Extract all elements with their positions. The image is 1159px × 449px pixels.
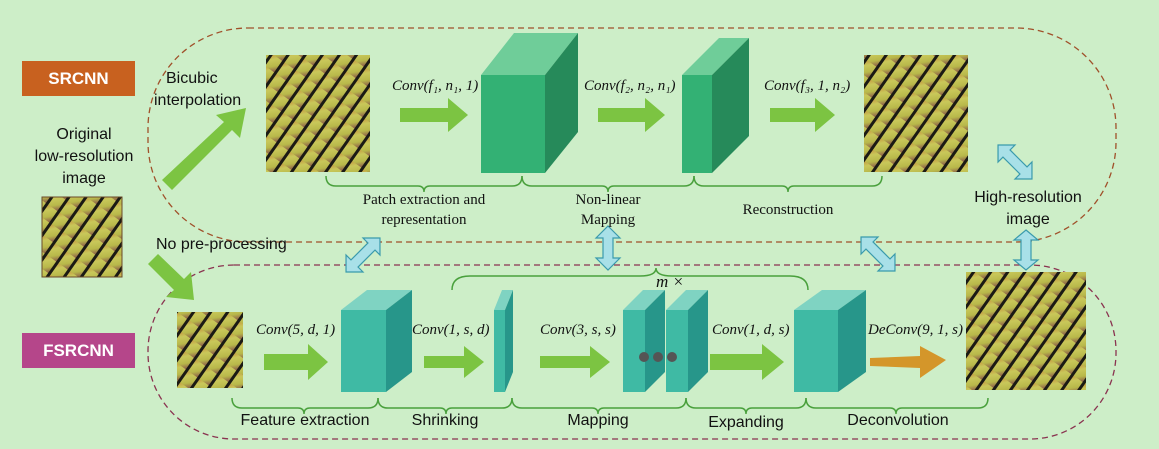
srcnn-region [147,27,1117,243]
srcnn-stage3-label: Reconstruction [742,202,834,218]
fsrcnn-input-image [177,312,243,388]
fsrcnn-arrow-2 [424,346,484,378]
lr-input-image [41,196,123,278]
ellipsis-dot [639,352,649,362]
fsrcnn-arrow-1 [264,344,328,380]
srcnn-block-2 [682,38,749,173]
fsrcnn-badge-bg [22,333,135,368]
srcnn-stage1-line2: representation [381,212,467,228]
srcnn-brace-3 [693,175,883,193]
fsrcnn-conv4-label: Conv(1, d, s) [712,322,790,338]
fsrcnn-stage4-label: Expanding [708,414,784,431]
srcnn-stage1-line1: Patch extraction and [362,192,486,208]
input-label-line3: image [62,170,106,187]
fsrcnn-conv2-label: Conv(1, s, d) [412,322,490,338]
srcnn-conv1-label: Conv(f₁, n₁, 1) [392,78,479,94]
input-label-line2: low-resolution [34,148,134,165]
fsrcnn-brace-4 [685,397,807,415]
fsrcnn-block-5 [794,290,866,392]
correspondence-arrow-5 [1012,229,1040,271]
fsrcnn-stage2-label: Shrinking [411,412,479,429]
fsrcnn-arrow-4 [710,344,784,380]
fsrcnn-stage1-label: Feature extraction [240,412,370,429]
srcnn-badge-bg [22,61,135,96]
fsrcnn-brace-2 [377,397,513,415]
correspondence-arrow-2 [594,225,622,271]
fsrcnn-stage3-label: Mapping [567,412,629,429]
srcnn-block-1 [481,33,578,173]
bicubic-image [266,55,370,172]
bicubic-label-line1: Bicubic [166,70,218,87]
output-label-line1: High-resolution [974,189,1082,206]
deconv-arrow [870,346,946,378]
correspondence-arrow-4 [997,144,1033,180]
deconv-label: DeConv(9, 1, s) [868,322,963,338]
correspondence-arrow-1 [345,237,381,273]
srcnn-stage2-line2: Mapping [580,212,636,228]
srcnn-stage2-line1: Non-linear [575,192,641,208]
fsrcnn-brace-5 [805,397,989,415]
fsrcnn-conv1-label: Conv(5, d, 1) [256,322,336,338]
input-label-line1: Original [56,126,112,143]
srcnn-arrow-1 [400,98,468,132]
fsrcnn-block-3 [623,290,665,392]
fsrcnn-region [147,264,1117,440]
fsrcnn-block-1 [341,290,412,392]
srcnn-conv2-label: Conv(f₂, n₂, n₁) [584,78,676,94]
fsrcnn-block-4 [666,290,708,392]
fsrcnn-brace-3 [511,397,687,415]
output-label-line2: image [1006,211,1050,228]
correspondence-arrow-3 [860,236,896,272]
srcnn-arrow-2 [598,98,665,132]
no-preprocessing-label: No pre-processing [156,236,287,253]
fsrcnn-block-2 [494,290,513,392]
bicubic-arrow [162,108,246,190]
srcnn-output-image [864,55,968,172]
ellipsis-dot [667,352,677,362]
srcnn-conv3-label: Conv(f₃, 1, n₂) [764,78,851,94]
no-preprocess-arrow [148,254,194,300]
bicubic-label-line2: interpolation [154,92,242,109]
fsrcnn-badge: FSRCNN [43,340,114,360]
fsrcnn-brace-1 [231,397,379,415]
ellipsis-dot [653,352,663,362]
hr-output-image [966,272,1086,390]
srcnn-brace-2 [521,175,695,193]
fsrcnn-stage5-label: Deconvolution [847,412,949,429]
repeat-brace [451,267,809,291]
srcnn-arrow-3 [770,98,835,132]
fsrcnn-conv3-label: Conv(3, s, s) [540,322,616,338]
srcnn-badge: SRCNN [48,68,109,88]
srcnn-brace-1 [325,175,523,193]
repeat-label: m × [656,272,684,291]
fsrcnn-arrow-3 [540,346,610,378]
